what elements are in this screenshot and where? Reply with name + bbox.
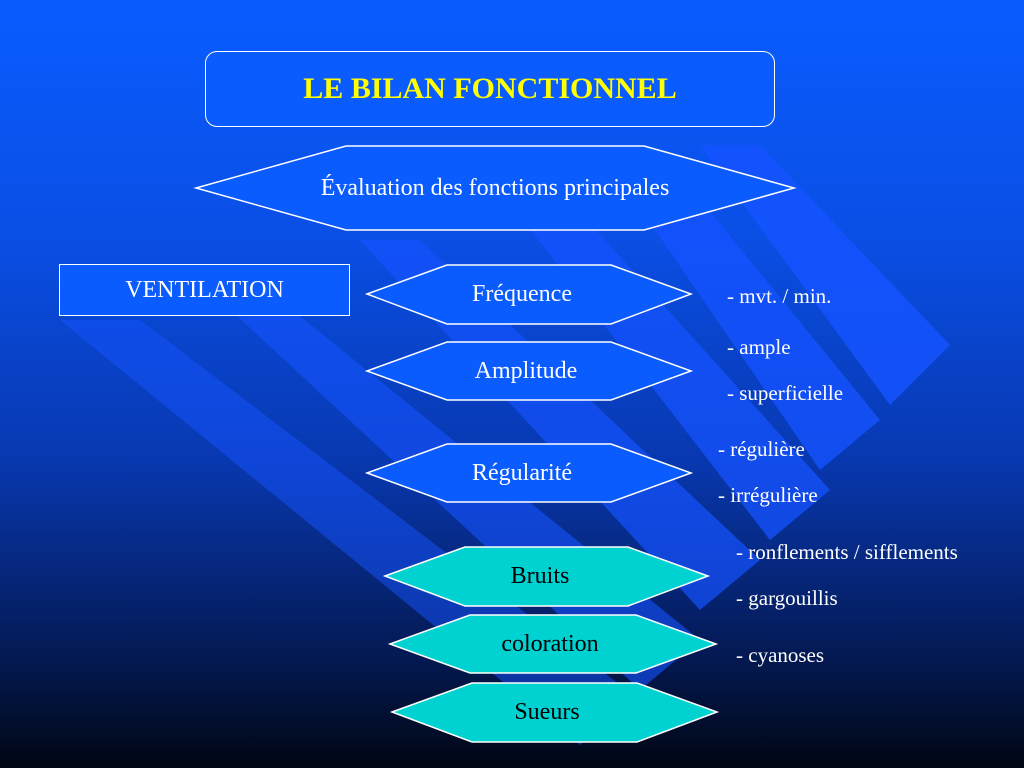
ventilation-label: VENTILATION <box>125 276 284 303</box>
criterion-label: Amplitude <box>474 357 578 384</box>
note-gargouillis: - gargouillis <box>736 586 838 610</box>
amplitude-hexagon <box>364 341 694 401</box>
background-stripe <box>700 145 950 405</box>
note-superficielle: - superficielle <box>727 381 844 405</box>
sueurs-hexagon <box>389 682 720 743</box>
note-ronflements: - ronflements / sifflements <box>736 540 958 564</box>
subtitle-hexagon <box>193 145 797 231</box>
criterion-amplitude: Amplitude <box>367 342 685 400</box>
ventilation-box: VENTILATION <box>59 264 350 316</box>
criterion-frequence: Fréquence <box>367 265 677 324</box>
criterion-label: Régularité <box>472 459 572 486</box>
criterion-label: Fréquence <box>472 281 572 307</box>
note-irreguliere: - irrégulière <box>718 483 818 507</box>
note-ample: - ample <box>727 335 791 359</box>
criterion-label: Bruits <box>510 563 570 589</box>
bruits-hexagon <box>382 546 711 607</box>
criterion-sueurs: Sueurs <box>392 683 702 742</box>
subtitle-text: Évaluation des fonctions principales <box>320 174 670 201</box>
criterion-regularite: Régularité <box>367 444 677 502</box>
criterion-label: coloration <box>501 630 599 657</box>
coloration-hexagon <box>387 614 719 674</box>
title-box: LE BILAN FONCTIONNEL <box>205 51 775 127</box>
criterion-label: Sueurs <box>514 699 580 725</box>
criterion-bruits: Bruits <box>385 547 695 606</box>
note-cyanoses: - cyanoses <box>736 643 825 667</box>
note-reguliere: - régulière <box>718 437 805 461</box>
note-mvt-min: - mvt. / min. <box>727 284 832 308</box>
frequence-hexagon <box>364 264 694 325</box>
background-stripe <box>600 150 880 470</box>
slide-title: LE BILAN FONCTIONNEL <box>303 72 677 105</box>
subtitle-label: Évaluation des fonctions principales <box>196 146 794 230</box>
regularite-hexagon <box>364 443 694 503</box>
criterion-coloration: coloration <box>390 615 710 673</box>
background-stripe <box>360 240 760 610</box>
